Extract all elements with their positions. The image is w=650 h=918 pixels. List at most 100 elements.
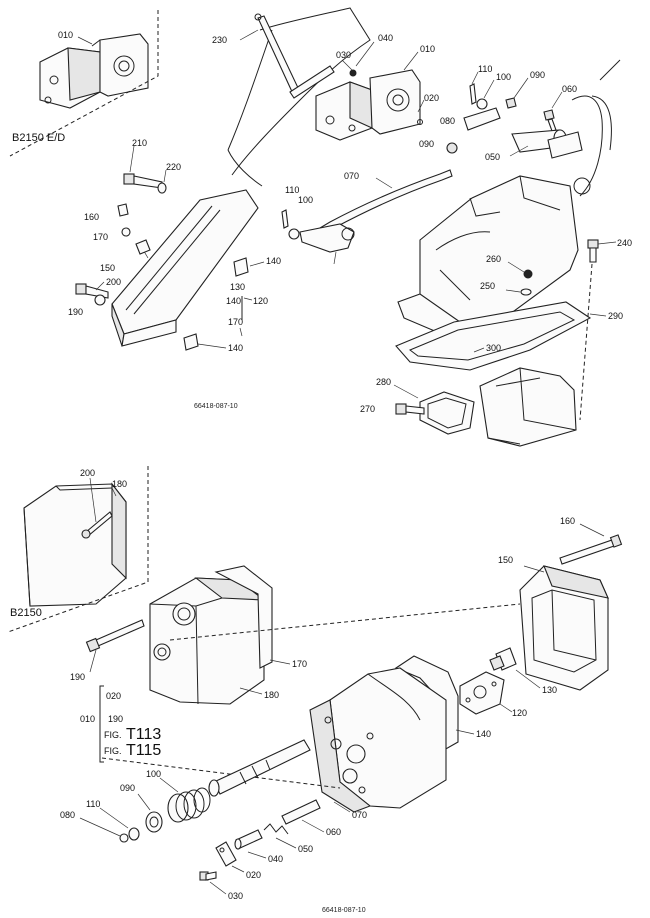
callout-070-bottom: 070	[352, 810, 367, 820]
nut-090	[505, 97, 517, 109]
lever-020	[215, 841, 237, 867]
callout-020-top: 020	[424, 93, 439, 103]
callout-090-top: 090	[530, 70, 545, 80]
bolt-190-bottom	[85, 619, 145, 653]
callout-120-top: 120	[253, 296, 268, 306]
rod-070	[319, 169, 453, 235]
callout-200-top: 200	[106, 277, 121, 287]
washer-250	[520, 288, 532, 296]
callout-280: 290	[608, 311, 623, 321]
guard-cover-130	[111, 189, 259, 347]
pump-housing-180	[149, 577, 266, 705]
callout-270: 300	[486, 343, 501, 353]
link-bracket	[299, 223, 355, 253]
callout-130-bottom: 130	[542, 685, 557, 695]
fig-label-2: FIG.	[104, 746, 122, 756]
gasket-280	[395, 301, 592, 371]
bolt-060	[543, 109, 557, 132]
bolt-200	[75, 283, 109, 299]
callout-010-inset: 010	[58, 30, 73, 40]
gear-pump-body	[309, 667, 447, 813]
assembly-reference-group: 020 010 190 FIG. T113 FIG. T115	[80, 685, 161, 763]
long-bolt-160	[559, 534, 623, 565]
inset-pump-e-d	[39, 33, 149, 109]
assembly-label-010: 010	[80, 714, 95, 724]
assembly-item-190: 190	[108, 714, 123, 724]
callout-140-b: 140	[226, 296, 241, 306]
callout-040-bottom: 040	[268, 854, 283, 864]
callout-040: 040	[378, 33, 393, 43]
inset-cover-b2150	[23, 482, 127, 607]
callout-170-bottom: 170	[292, 659, 307, 669]
fitting-130	[489, 647, 517, 671]
pin-110-lower	[281, 209, 289, 229]
callout-190-top: 190	[68, 307, 83, 317]
pin-080	[119, 833, 129, 843]
inset-border-top	[9, 10, 159, 157]
callout-020-bottom: 020	[246, 870, 261, 880]
tractor-frame-right	[571, 59, 621, 197]
callout-140-bottom: 140	[476, 729, 491, 739]
callout-080-bottom: 080	[60, 810, 75, 820]
callout-230: 230	[212, 35, 227, 45]
callout-140-c: 140	[228, 343, 243, 353]
clip-160	[117, 203, 129, 217]
collar-090	[145, 811, 163, 833]
callout-160-top: 160	[84, 212, 99, 222]
lever-230	[254, 13, 335, 99]
assembly-axis	[101, 757, 341, 789]
callout-100-bottom: 100	[146, 769, 161, 779]
callout-130-top: 130	[230, 282, 245, 292]
washer-100	[476, 98, 488, 110]
callout-050-top: 050	[485, 152, 500, 162]
callout-070-top: 070	[344, 171, 359, 181]
bracket-080	[463, 107, 501, 131]
callout-200-bottom: 200	[80, 468, 95, 478]
washer-190	[94, 294, 106, 306]
callout-220: 220	[166, 162, 181, 172]
callout-030-bottom: 030	[228, 891, 243, 901]
drive-shaft	[208, 739, 311, 797]
callout-180-inset: 180	[112, 479, 127, 489]
clamp-140-a	[233, 257, 249, 277]
callout-150-bottom: 150	[498, 555, 513, 565]
spring-050	[263, 823, 289, 835]
pin-170	[121, 227, 131, 237]
clamp-150	[135, 239, 151, 255]
callout-160-bottom: 160	[560, 516, 575, 526]
callout-110-lower: 110	[285, 185, 299, 195]
pin-110	[469, 83, 477, 105]
fig-label-1: FIG.	[104, 730, 122, 740]
callout-110-top: 110	[478, 64, 492, 74]
callout-140-a: 140	[266, 256, 281, 266]
callout-260: 260	[486, 254, 501, 264]
callout-300: 270	[360, 404, 375, 414]
callout-190-bottom: 190	[70, 672, 85, 682]
clamp-140-c	[183, 333, 199, 351]
plunger-040	[234, 829, 263, 850]
callout-080-top: 080	[440, 116, 455, 126]
inset-border-bottom	[7, 466, 149, 633]
bolt-300	[395, 403, 425, 415]
callout-120-bottom: 120	[512, 708, 527, 718]
shaft-050	[511, 129, 583, 159]
bolt-210	[123, 173, 163, 189]
bolt-200-inset	[81, 511, 113, 539]
lower-housing	[479, 367, 577, 447]
drawing-code-top: 66418-087-10	[194, 403, 238, 410]
assembly-axis-upper	[169, 603, 521, 641]
callout-100-lower: 100	[298, 195, 313, 205]
drawing-code-bottom: 66418-087-10	[322, 907, 366, 914]
gasket-170	[214, 565, 273, 669]
callout-240: 240	[617, 238, 632, 248]
variant-label-b2150: B2150	[10, 607, 42, 619]
fig-ref-t113: T113	[126, 726, 161, 743]
callout-090-mid: 090	[419, 139, 434, 149]
hydraulic-pump-top	[315, 69, 421, 141]
callout-060-bottom: 060	[326, 827, 341, 837]
assembly-item-020: 020	[106, 691, 121, 701]
callout-060-top: 060	[562, 84, 577, 94]
frame-150	[519, 565, 609, 691]
